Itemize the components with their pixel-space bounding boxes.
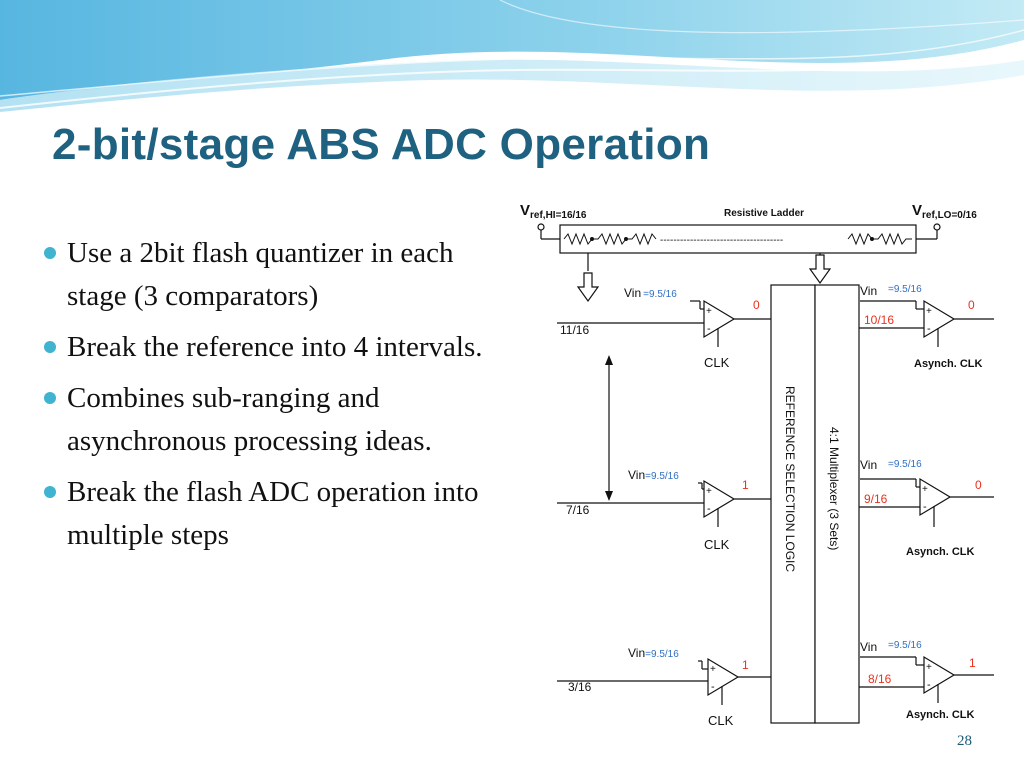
- svg-text:-: -: [927, 323, 931, 335]
- comparator-icon: [703, 479, 736, 519]
- bullet-dot-icon: [44, 392, 56, 404]
- ref-voltage-label: 8/16: [868, 672, 892, 686]
- ref-voltage-label: 7/16: [566, 503, 590, 517]
- async-clk-label: Asynch. CLK: [906, 546, 975, 558]
- ladder-label: Resistive Ladder: [724, 208, 804, 219]
- left-comparator-stage-3: Vin=9.5/16 + - 3/16 1 CLK: [557, 646, 771, 728]
- async-clk-label: Asynch. CLK: [914, 358, 983, 370]
- vref-lo-label: Vref,LO=0/16: [912, 202, 977, 221]
- ref-down-arrow-left-icon: [576, 272, 600, 303]
- comparator-icon: [919, 477, 952, 517]
- vin-label: Vin=9.5/16: [628, 468, 679, 482]
- resistor-right-icon: [847, 232, 912, 246]
- ref-voltage-label: 9/16: [864, 492, 888, 506]
- comparator-output: 1: [742, 478, 749, 492]
- svg-text:+: +: [922, 484, 928, 495]
- vin-label: Vin: [860, 284, 877, 298]
- bullet-list: Use a 2bit flash quantizer in each stage…: [40, 232, 500, 565]
- svg-text:-: -: [707, 503, 711, 515]
- bullet-dot-icon: [44, 486, 56, 498]
- ref-voltage-label: 11/16: [560, 323, 589, 337]
- bullet-item: Use a 2bit flash quantizer in each stage…: [40, 232, 500, 318]
- bullet-text: Use a 2bit flash quantizer in each stage…: [67, 237, 454, 312]
- multiplexer-block: [814, 284, 860, 724]
- vin-label: Vin: [860, 458, 877, 472]
- bullet-item: Break the flash ADC operation into multi…: [40, 471, 500, 557]
- async-clk-label: Asynch. CLK: [906, 709, 975, 721]
- multiplexer-label: 4:1 Multiplexer (3 Sets): [827, 427, 841, 550]
- bullet-text: Break the flash ADC operation into multi…: [67, 476, 479, 551]
- bullet-item: Combines sub-ranging and asynchronous pr…: [40, 377, 500, 463]
- svg-text:+: +: [926, 306, 932, 317]
- vref-lo-terminal-icon: [933, 223, 941, 231]
- right-comparator-stage-2: Vin =9.5/16 + - 9/16 0 Asynch. CLK: [859, 458, 994, 558]
- svg-text:+: +: [710, 664, 716, 675]
- svg-text:-: -: [711, 681, 715, 693]
- vref-hi-label: Vref,HI=16/16: [520, 202, 587, 221]
- vin-label: Vin=9.5/16: [628, 646, 679, 660]
- svg-text:-: -: [927, 679, 931, 691]
- comparator-icon: [707, 657, 740, 697]
- svg-text:+: +: [706, 486, 712, 497]
- adc-block-diagram: Vref,HI=16/16 Vref,LO=0/16 Resistive Lad…: [520, 202, 994, 728]
- bullet-text: Break the reference into 4 intervals.: [67, 331, 483, 363]
- bullet-dot-icon: [44, 247, 56, 259]
- clk-label: CLK: [704, 355, 730, 370]
- svg-text:-: -: [707, 323, 711, 335]
- left-comparator-stage-1: Vin=9.5/16 + - 11/16 0 CLK: [557, 286, 771, 370]
- svg-text:+: +: [926, 662, 932, 673]
- vin-value: =9.5/16: [888, 284, 922, 295]
- bullet-dot-icon: [44, 341, 56, 353]
- vin-label: Vin=9.5/16: [624, 286, 677, 300]
- vref-hi-terminal-icon: [537, 223, 545, 231]
- bullet-item: Break the reference into 4 intervals.: [40, 326, 500, 369]
- left-comparator-stage-2: Vin=9.5/16 + - 7/16 1 CLK: [557, 468, 771, 552]
- right-comparator-stage-3: Vin =9.5/16 + - 8/16 1 Asynch. CLK: [859, 640, 994, 721]
- comparator-icon: [923, 655, 956, 695]
- comparator-output: 1: [742, 658, 749, 672]
- comparator-output: 1: [969, 656, 976, 670]
- comparator-output: 0: [975, 478, 982, 492]
- vin-label: Vin: [860, 640, 877, 654]
- range-arrow-down-icon: [605, 491, 613, 501]
- svg-text:+: +: [706, 306, 712, 317]
- ref-down-arrow-center-icon: [808, 254, 832, 285]
- resistor-left-icon: [563, 232, 657, 246]
- bullet-text: Combines sub-ranging and asynchronous pr…: [67, 382, 432, 457]
- vin-value: =9.5/16: [888, 459, 922, 470]
- ladder-dashes: -------------------------------------: [660, 235, 783, 246]
- svg-text:-: -: [923, 501, 927, 513]
- header-wave-decoration: [0, 0, 1024, 112]
- ref-voltage-label: 10/16: [864, 313, 894, 327]
- page-number: 28: [957, 733, 972, 749]
- clk-label: CLK: [708, 713, 734, 728]
- comparator-output: 0: [753, 298, 760, 312]
- clk-label: CLK: [704, 537, 730, 552]
- range-arrow-up-icon: [605, 355, 613, 365]
- vin-value: =9.5/16: [888, 640, 922, 651]
- comparator-icon: [703, 299, 736, 339]
- right-comparator-stage-1: Vin =9.5/16 + - 10/16 0 Asynch. CLK: [859, 284, 994, 370]
- comparator-icon: [923, 299, 956, 339]
- slide-title: 2-bit/stage ABS ADC Operation: [52, 120, 711, 169]
- ref-voltage-label: 3/16: [568, 680, 592, 694]
- reference-selection-logic-block: [770, 284, 816, 724]
- reference-selection-logic-label: REFERENCE SELECTION LOGIC: [783, 386, 797, 572]
- comparator-output: 0: [968, 298, 975, 312]
